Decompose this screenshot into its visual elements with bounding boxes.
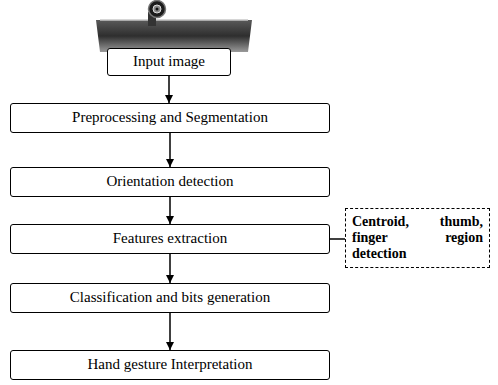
flow-arrow [169, 313, 171, 350]
node-label: Input image [133, 53, 205, 70]
flow-arrow [168, 76, 170, 103]
node-label: Preprocessing and Segmentation [72, 109, 268, 126]
webcam-lens [153, 5, 161, 13]
process-box: Orientation detection [10, 167, 330, 197]
node-label: Orientation detection [106, 173, 233, 190]
flow-arrow [169, 133, 171, 167]
laptop-edge [100, 19, 248, 21]
node-label: Features extraction [113, 230, 228, 247]
flow-arrow [169, 197, 171, 224]
node-label: Centroid, thumb, finger region detection [352, 214, 483, 262]
note-box: Centroid, thumb, finger region detection [345, 208, 490, 268]
webcam-body [149, 1, 166, 18]
process-box: Input image [107, 48, 231, 76]
process-box: Hand gesture Interpretation [10, 350, 330, 380]
node-label: Hand gesture Interpretation [88, 356, 253, 373]
process-box: Preprocessing and Segmentation [10, 103, 330, 133]
flow-arrow [169, 254, 171, 283]
node-label: Classification and bits generation [70, 289, 270, 306]
process-box: Features extraction [10, 224, 330, 254]
webcam-pupil [156, 8, 159, 11]
process-box: Classification and bits generation [10, 283, 330, 313]
leader-line [330, 238, 345, 240]
